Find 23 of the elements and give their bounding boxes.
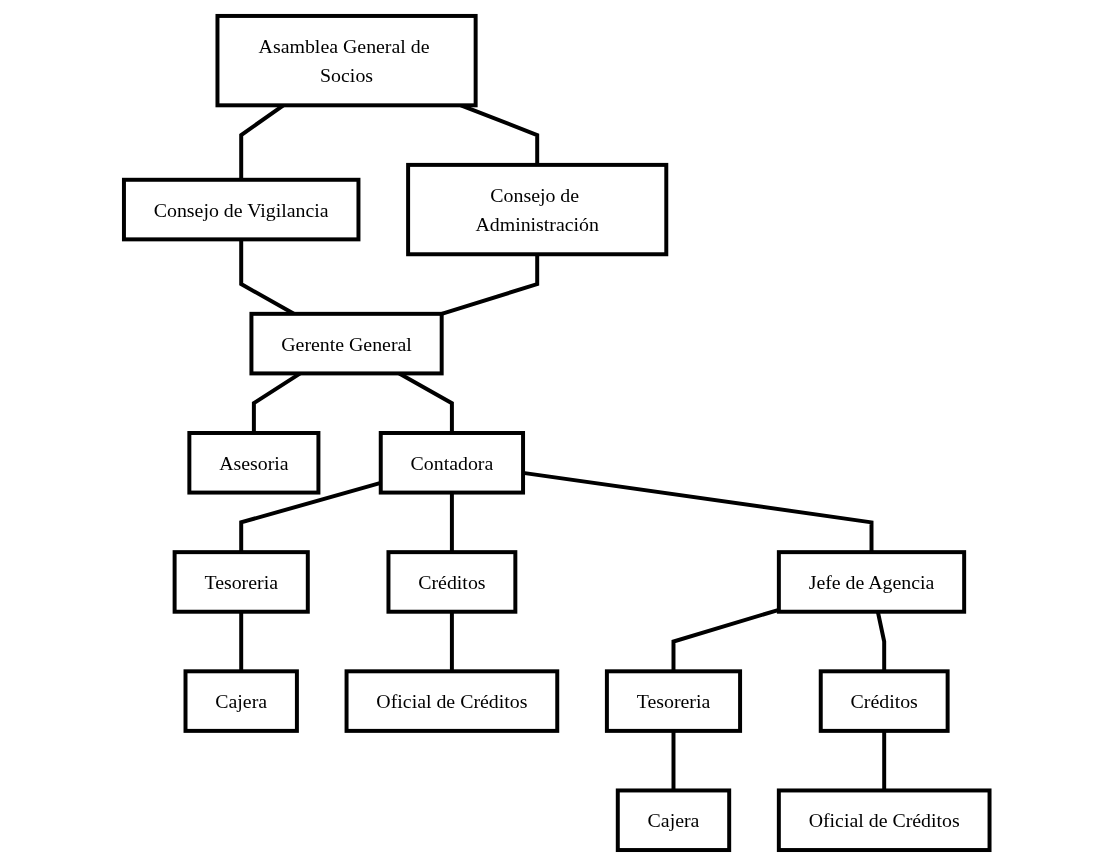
node-box: Tesoreria (172, 550, 311, 614)
connector (441, 254, 540, 316)
connector (239, 611, 244, 672)
connector (671, 607, 780, 672)
node-box: Asesoria (187, 431, 321, 495)
node-box: Tesoreria (605, 669, 743, 733)
node-box: Consejo de Administración (406, 162, 669, 257)
node-box: Créditos (386, 550, 518, 614)
node-box: Cajera (183, 669, 300, 733)
node-box: Créditos (819, 669, 950, 733)
connector (882, 730, 887, 791)
node-box: Asamblea General de Socios (215, 13, 478, 108)
connector (876, 611, 887, 672)
connector (450, 611, 455, 672)
connector (671, 730, 676, 791)
node-box: Gerente General (249, 311, 444, 376)
node-box: Jefe de Agencia (777, 550, 967, 614)
node-box: Contadora (379, 431, 526, 495)
node-box: Oficial de Créditos (777, 788, 992, 853)
connector (450, 492, 455, 553)
node-box: Cajera (616, 788, 732, 853)
node-box: Consejo de Vigilancia (122, 177, 361, 242)
node-box: Oficial de Créditos (344, 669, 560, 733)
